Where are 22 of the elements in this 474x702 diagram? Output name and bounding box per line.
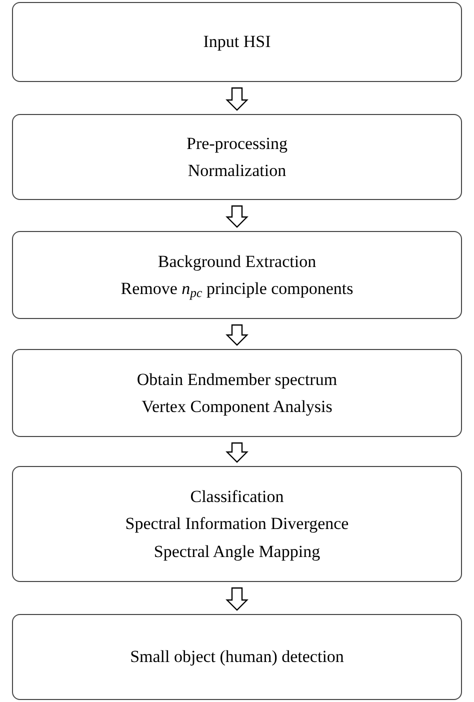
arrow: [226, 324, 248, 346]
step-text: Pre-processing: [186, 132, 288, 154]
step-text: Background Extraction: [158, 250, 316, 272]
step-text: Remove n$_{pc}$ principle components: [120, 278, 354, 300]
process-box: [12, 2, 462, 82]
arrow: [226, 87, 248, 111]
arrow: [226, 587, 248, 611]
step-text: Vertex Component Analysis: [142, 396, 332, 418]
process-box: [12, 114, 462, 200]
process-box: [12, 231, 462, 319]
step-text: Obtain Endmember spectrum: [136, 368, 338, 390]
process-box: [12, 466, 462, 582]
process-box: [12, 349, 462, 437]
arrow: [226, 205, 248, 228]
process-box: [12, 614, 462, 700]
step-text: Input HSI: [203, 31, 271, 53]
step-text: Spectral Information Divergence: [125, 513, 349, 535]
arrow: [226, 442, 248, 463]
step-text: Small object (human) detection: [130, 646, 344, 668]
step-text: Classification: [190, 486, 284, 508]
step-text: Spectral Angle Mapping: [154, 540, 320, 562]
step-text: Normalization: [188, 160, 286, 182]
